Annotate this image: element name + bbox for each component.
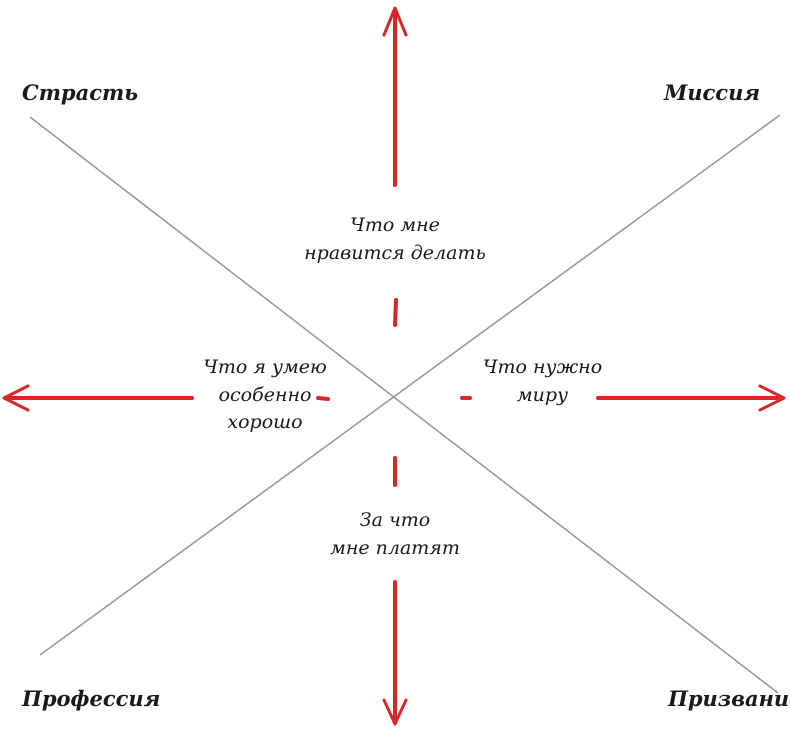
- question-top-line-1: Что мне: [350, 214, 440, 236]
- diagonal-line-passion-calling: [29, 116, 779, 694]
- question-right-line-1: Что нужно: [482, 356, 603, 378]
- question-right-line-2: миру: [516, 383, 569, 406]
- question-left-line-1: Что я умею: [203, 356, 327, 378]
- question-top: Что мне нравится делать: [290, 212, 500, 267]
- question-left-line-3: хорошо: [227, 411, 303, 434]
- question-bottom-line-2: мне платят: [330, 536, 460, 559]
- question-bottom-line-1: За что: [359, 509, 431, 531]
- arrow-left: [2, 384, 330, 412]
- corner-label-calling: Призвание: [668, 686, 790, 711]
- arrow-right: [460, 384, 786, 412]
- corner-label-passion: Страсть: [22, 80, 139, 105]
- question-left: Что я умею особенно хорошо: [180, 354, 350, 437]
- diagonal-line-mission-profession: [39, 114, 781, 656]
- arrow-up: [382, 6, 408, 327]
- question-right: Что нужно миру: [460, 354, 625, 409]
- question-left-line-2: особенно: [218, 383, 312, 406]
- corner-label-profession: Профессия: [22, 686, 161, 711]
- arrow-down: [382, 456, 408, 726]
- question-bottom: За что мне платят: [300, 507, 490, 562]
- question-top-line-2: нравится делать: [304, 241, 486, 264]
- corner-label-mission: Миссия: [664, 80, 761, 105]
